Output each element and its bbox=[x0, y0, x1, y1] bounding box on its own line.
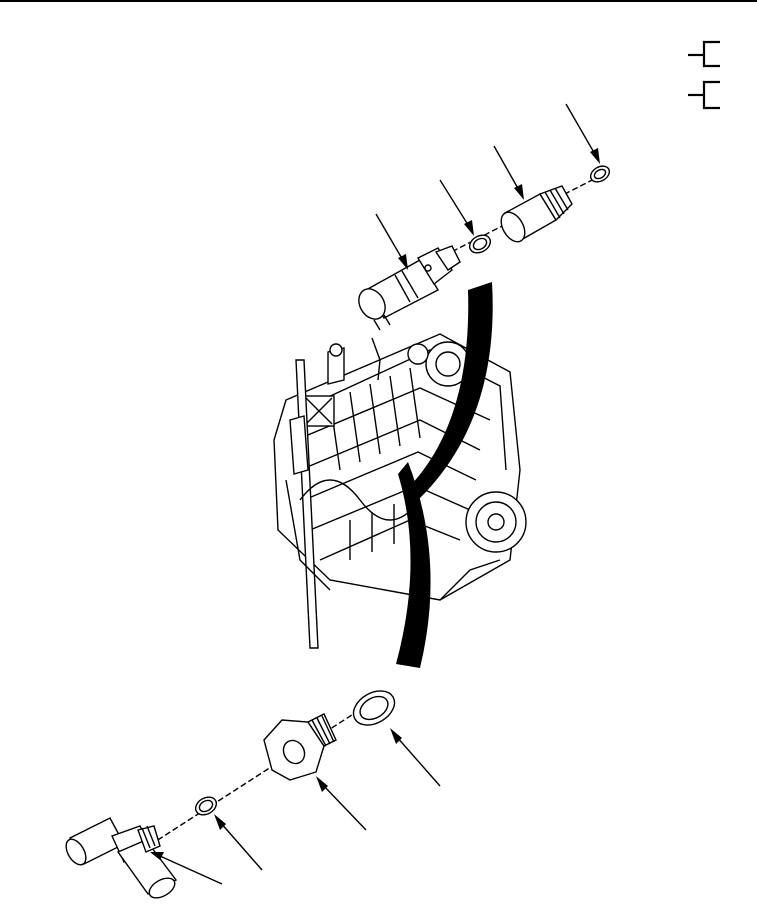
upper-adapter-fitting bbox=[500, 185, 573, 243]
callout-arrow-5 bbox=[390, 728, 441, 787]
callout-arrow-3 bbox=[439, 179, 474, 236]
pointer-band-lower bbox=[396, 462, 431, 668]
engine-assembly bbox=[273, 333, 527, 649]
callout-arrow-2 bbox=[493, 145, 524, 200]
bracket-mark-upper bbox=[688, 40, 720, 68]
page-top-rule bbox=[0, 0, 757, 2]
callout-arrow-6 bbox=[316, 776, 367, 831]
lower-o-ring bbox=[194, 796, 218, 816]
upper-o-ring-middle bbox=[468, 234, 492, 254]
callout-arrow-7 bbox=[214, 814, 263, 871]
pointer-band-upper bbox=[410, 282, 493, 500]
upper-sensor bbox=[358, 245, 461, 331]
lower-centerline bbox=[149, 701, 373, 846]
lower-washer bbox=[352, 690, 396, 726]
lower-elbow-fitting bbox=[65, 817, 178, 899]
upper-o-ring-right bbox=[589, 165, 611, 183]
callout-arrow-8 bbox=[150, 852, 223, 885]
lower-hex-adapter bbox=[263, 713, 337, 781]
callout-arrow-1 bbox=[565, 103, 600, 164]
callout-arrow-4 bbox=[375, 213, 408, 270]
bracket-mark-lower bbox=[688, 80, 720, 110]
